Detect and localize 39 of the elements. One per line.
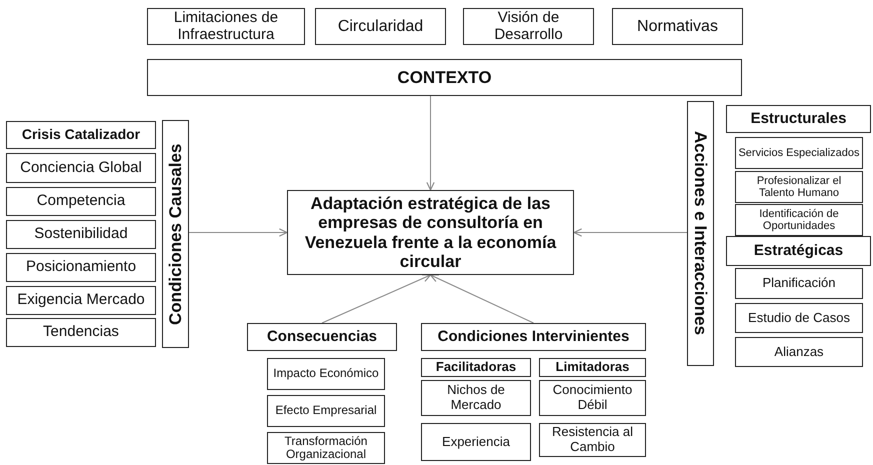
concept-box: Circularidad	[315, 8, 446, 45]
concept-box: Resistencia al Cambio	[539, 423, 646, 457]
concept-box: Servicios Especializados	[735, 137, 863, 169]
concept-box: Posicionamiento	[6, 253, 156, 282]
concept-box: Conciencia Global	[6, 153, 156, 183]
arrow	[573, 228, 688, 237]
concept-box: Efecto Empresarial	[267, 395, 385, 427]
context-banner: CONTEXTO	[147, 59, 742, 96]
vertical-band: Condiciones Causales	[162, 120, 189, 348]
arrow	[430, 274, 534, 324]
concept-box: Nichos de Mercado	[421, 380, 531, 416]
concept-box: Experiencia	[421, 423, 531, 461]
concept-box: Limitaciones de Infraestructura	[147, 8, 305, 45]
concept-box: Exigencia Mercado	[6, 286, 156, 315]
category-header-box: Estratégicas	[726, 236, 871, 266]
arrow	[426, 96, 435, 191]
category-header-box: Facilitadoras	[421, 358, 531, 377]
concept-box: Conocimiento Débil	[539, 380, 646, 416]
concept-box: Planificación	[735, 268, 863, 299]
vertical-band: Acciones e Interacciones	[687, 101, 714, 366]
category-header-box: Crisis Catalizador	[6, 121, 156, 149]
arrow	[188, 228, 288, 237]
central-concept-box: Adaptación estratégica de las empresas de consultoría en Venezuela frente a la economía circular	[287, 190, 574, 275]
concept-box: Profesionalizar el Talento Humano	[735, 171, 863, 203]
concept-box: Alianzas	[735, 337, 863, 367]
category-header-box: Condiciones Intervinientes	[421, 323, 646, 351]
category-header-box: Estructurales	[726, 105, 871, 133]
concept-box: Normativas	[612, 8, 743, 45]
concept-box: Identificación de Oportunidades	[735, 204, 863, 236]
concept-box: Impacto Económico	[267, 358, 385, 390]
arrow	[322, 274, 432, 324]
concept-box: Tendencias	[6, 318, 156, 347]
category-header-box: Consecuencias	[247, 323, 397, 351]
concept-box: Visión de Desarrollo	[463, 8, 594, 45]
concept-box: Estudio de Casos	[735, 303, 863, 333]
concept-box: Transformación Organizacional	[267, 432, 385, 464]
concept-box: Sostenibilidad	[6, 220, 156, 249]
category-header-box: Limitadoras	[539, 358, 646, 377]
concept-box: Competencia	[6, 187, 156, 216]
